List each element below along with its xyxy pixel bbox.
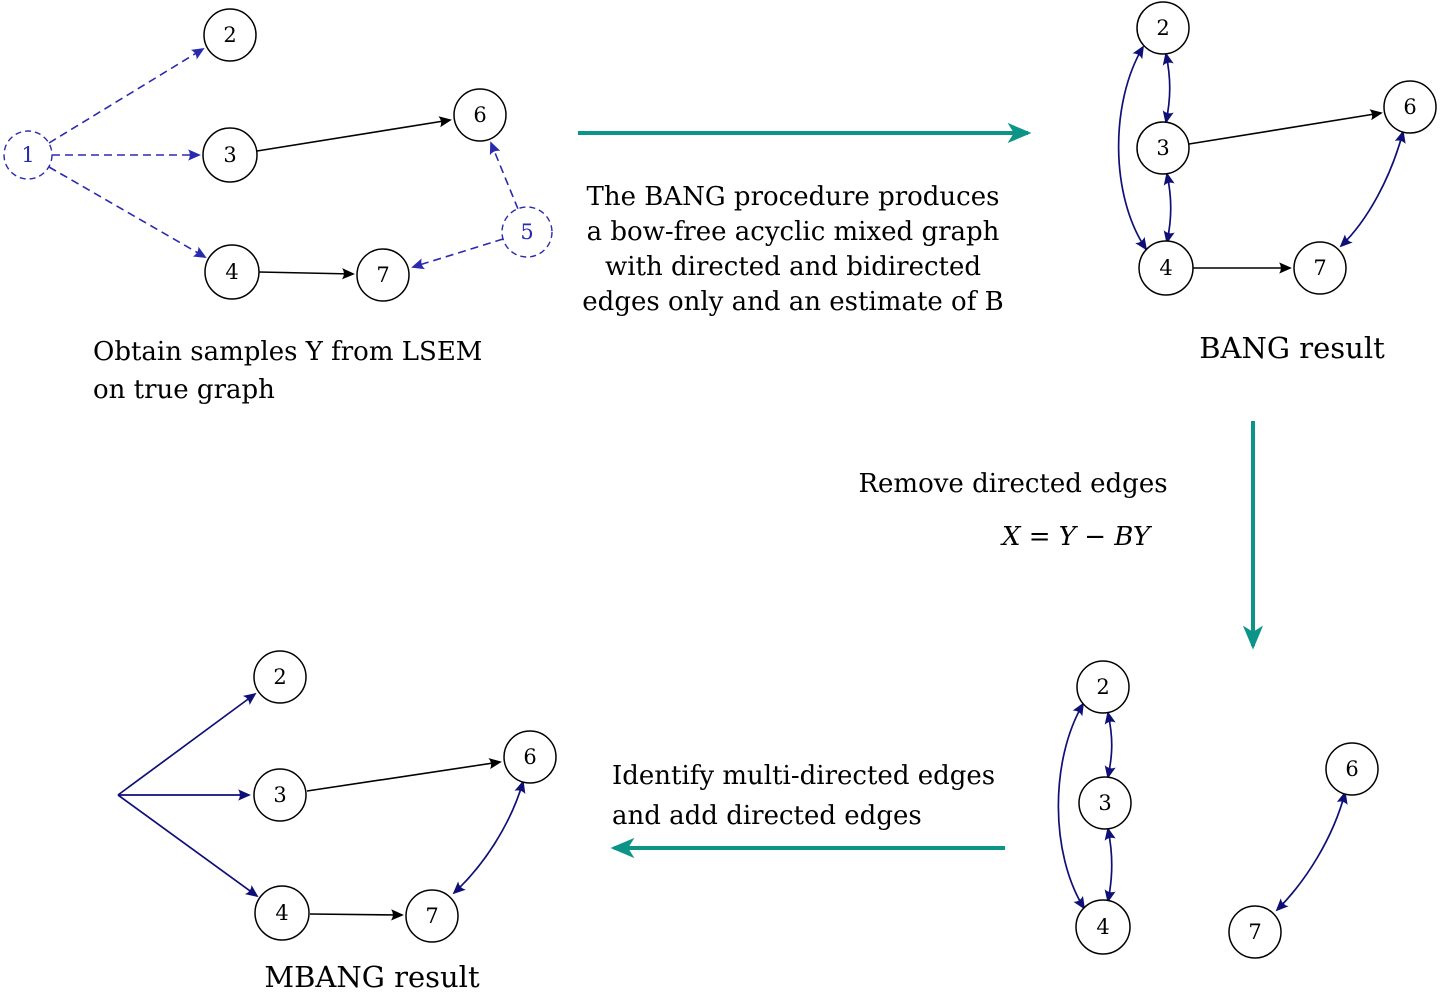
mbang-node-3-label: 3 [273,783,286,807]
residual-edge-2-3-bidirected [1104,711,1116,779]
bang-edge-3-6 [1188,109,1383,145]
bang-step-text-line-4: edges only and an estimate of B [582,287,1003,317]
true-node-4-label: 4 [225,260,238,284]
mbang-node-4-label: 4 [275,901,288,925]
true-node-2-circle [203,8,257,62]
mbang-node-3-circle [253,768,307,822]
bang-node-4-circle [1138,240,1194,296]
identify-step-text-line-1: Identify multi-directed edges [612,761,995,791]
residual-edge-6-7-bidirected [1275,791,1348,912]
residual-node-4-label: 4 [1096,915,1109,939]
true-node-6-circle [453,88,507,142]
bang-step-text-line-1: The BANG procedure produces [587,182,1000,212]
bang-edge-6-7-bidirected [1339,130,1406,248]
bang-edge-2-4-bidirected [1117,45,1148,251]
true-node-7-circle [356,248,410,302]
bang-node-3-circle [1136,121,1190,175]
bang-node-7-circle [1293,241,1347,295]
true-node-7-label: 7 [376,263,389,287]
true-edge-4-7 [258,268,355,280]
bang-step-text-line-3: with directed and bidirected [605,252,981,282]
bang-edge-2-3-bidirected [1162,52,1174,124]
mbang-edge-6-7-bidirected [452,780,526,895]
true-graph-caption-line-2: on true graph [93,375,275,405]
residual-node-3-circle [1078,776,1132,830]
residual-node-2-label: 2 [1096,675,1109,699]
panel-true-graph: 1 2 3 6 4 7 5 Obtain samples Y from LSEM… [3,8,553,405]
bang-edge-3-4-bidirected [1163,172,1175,244]
mbang-node-7-circle [405,889,459,943]
bang-node-4-label: 4 [1159,256,1172,280]
panel-residual-graph: 2 3 4 6 7 [1057,660,1379,959]
bang-node-6-circle [1383,80,1437,134]
residual-node-3-label: 3 [1098,791,1111,815]
true-node-1-label: 1 [21,143,34,167]
remove-step-text: Remove directed edges [858,469,1167,499]
mbang-node-6-label: 6 [523,745,536,769]
true-edge-5-7 [411,238,504,270]
residual-node-4-circle [1075,899,1131,955]
bang-node-3-label: 3 [1156,136,1169,160]
panel-mbang-result: 2 3 6 4 7 MBANG result [117,650,557,994]
true-node-5-label: 5 [520,220,533,244]
flow-arrows [578,122,1264,859]
mbang-node-7-label: 7 [425,904,438,928]
residual-node-6-label: 6 [1345,757,1358,781]
mbang-result-caption: MBANG result [264,960,480,994]
bang-step-text-line-2: a bow-free acyclic mixed graph [587,217,1000,247]
true-edge-5-6 [489,141,519,210]
true-node-2-label: 2 [223,23,236,47]
mbang-edge-4-7 [309,909,404,921]
bang-result-caption: BANG result [1199,331,1385,365]
remove-step-formula: X = Y − BY [1000,522,1153,552]
bang-node-2-label: 2 [1156,16,1169,40]
bang-node-2-circle [1136,1,1190,55]
true-edge-1-4 [48,166,207,258]
true-node-5-circle [501,206,553,258]
residual-node-7-circle [1228,905,1282,959]
residual-node-6-circle [1325,742,1379,796]
true-node-3-label: 3 [223,143,236,167]
bang-node-6-label: 6 [1403,95,1416,119]
identify-step-text-line-2: and add directed edges [612,801,922,831]
mbang-node-6-circle [503,730,557,784]
mbang-node-4-circle [254,885,310,941]
residual-edge-2-4-bidirected [1057,702,1086,910]
mbang-node-2-label: 2 [273,665,286,689]
step-annotations: The BANG procedure produces a bow-free a… [582,182,1167,831]
mbang-edge-root-4 [117,794,259,898]
true-node-3-circle [202,127,258,183]
residual-edge-3-4-bidirected [1104,827,1116,903]
true-edge-1-2 [48,47,205,144]
mbang-edge-root-2 [117,692,257,796]
true-edge-3-6 [256,116,452,152]
residual-node-7-label: 7 [1248,920,1261,944]
bang-node-7-label: 7 [1313,256,1326,280]
mbang-edge-3-6 [306,758,502,792]
mbang-node-2-circle [253,650,307,704]
true-node-1-circle [3,130,53,180]
true-node-6-label: 6 [473,103,486,127]
true-graph-caption-line-1: Obtain samples Y from LSEM [93,337,482,367]
true-node-4-circle [204,244,260,300]
panel-bang-result: 2 3 6 4 7 BANG result [1117,1,1437,365]
residual-node-2-circle [1076,660,1130,714]
